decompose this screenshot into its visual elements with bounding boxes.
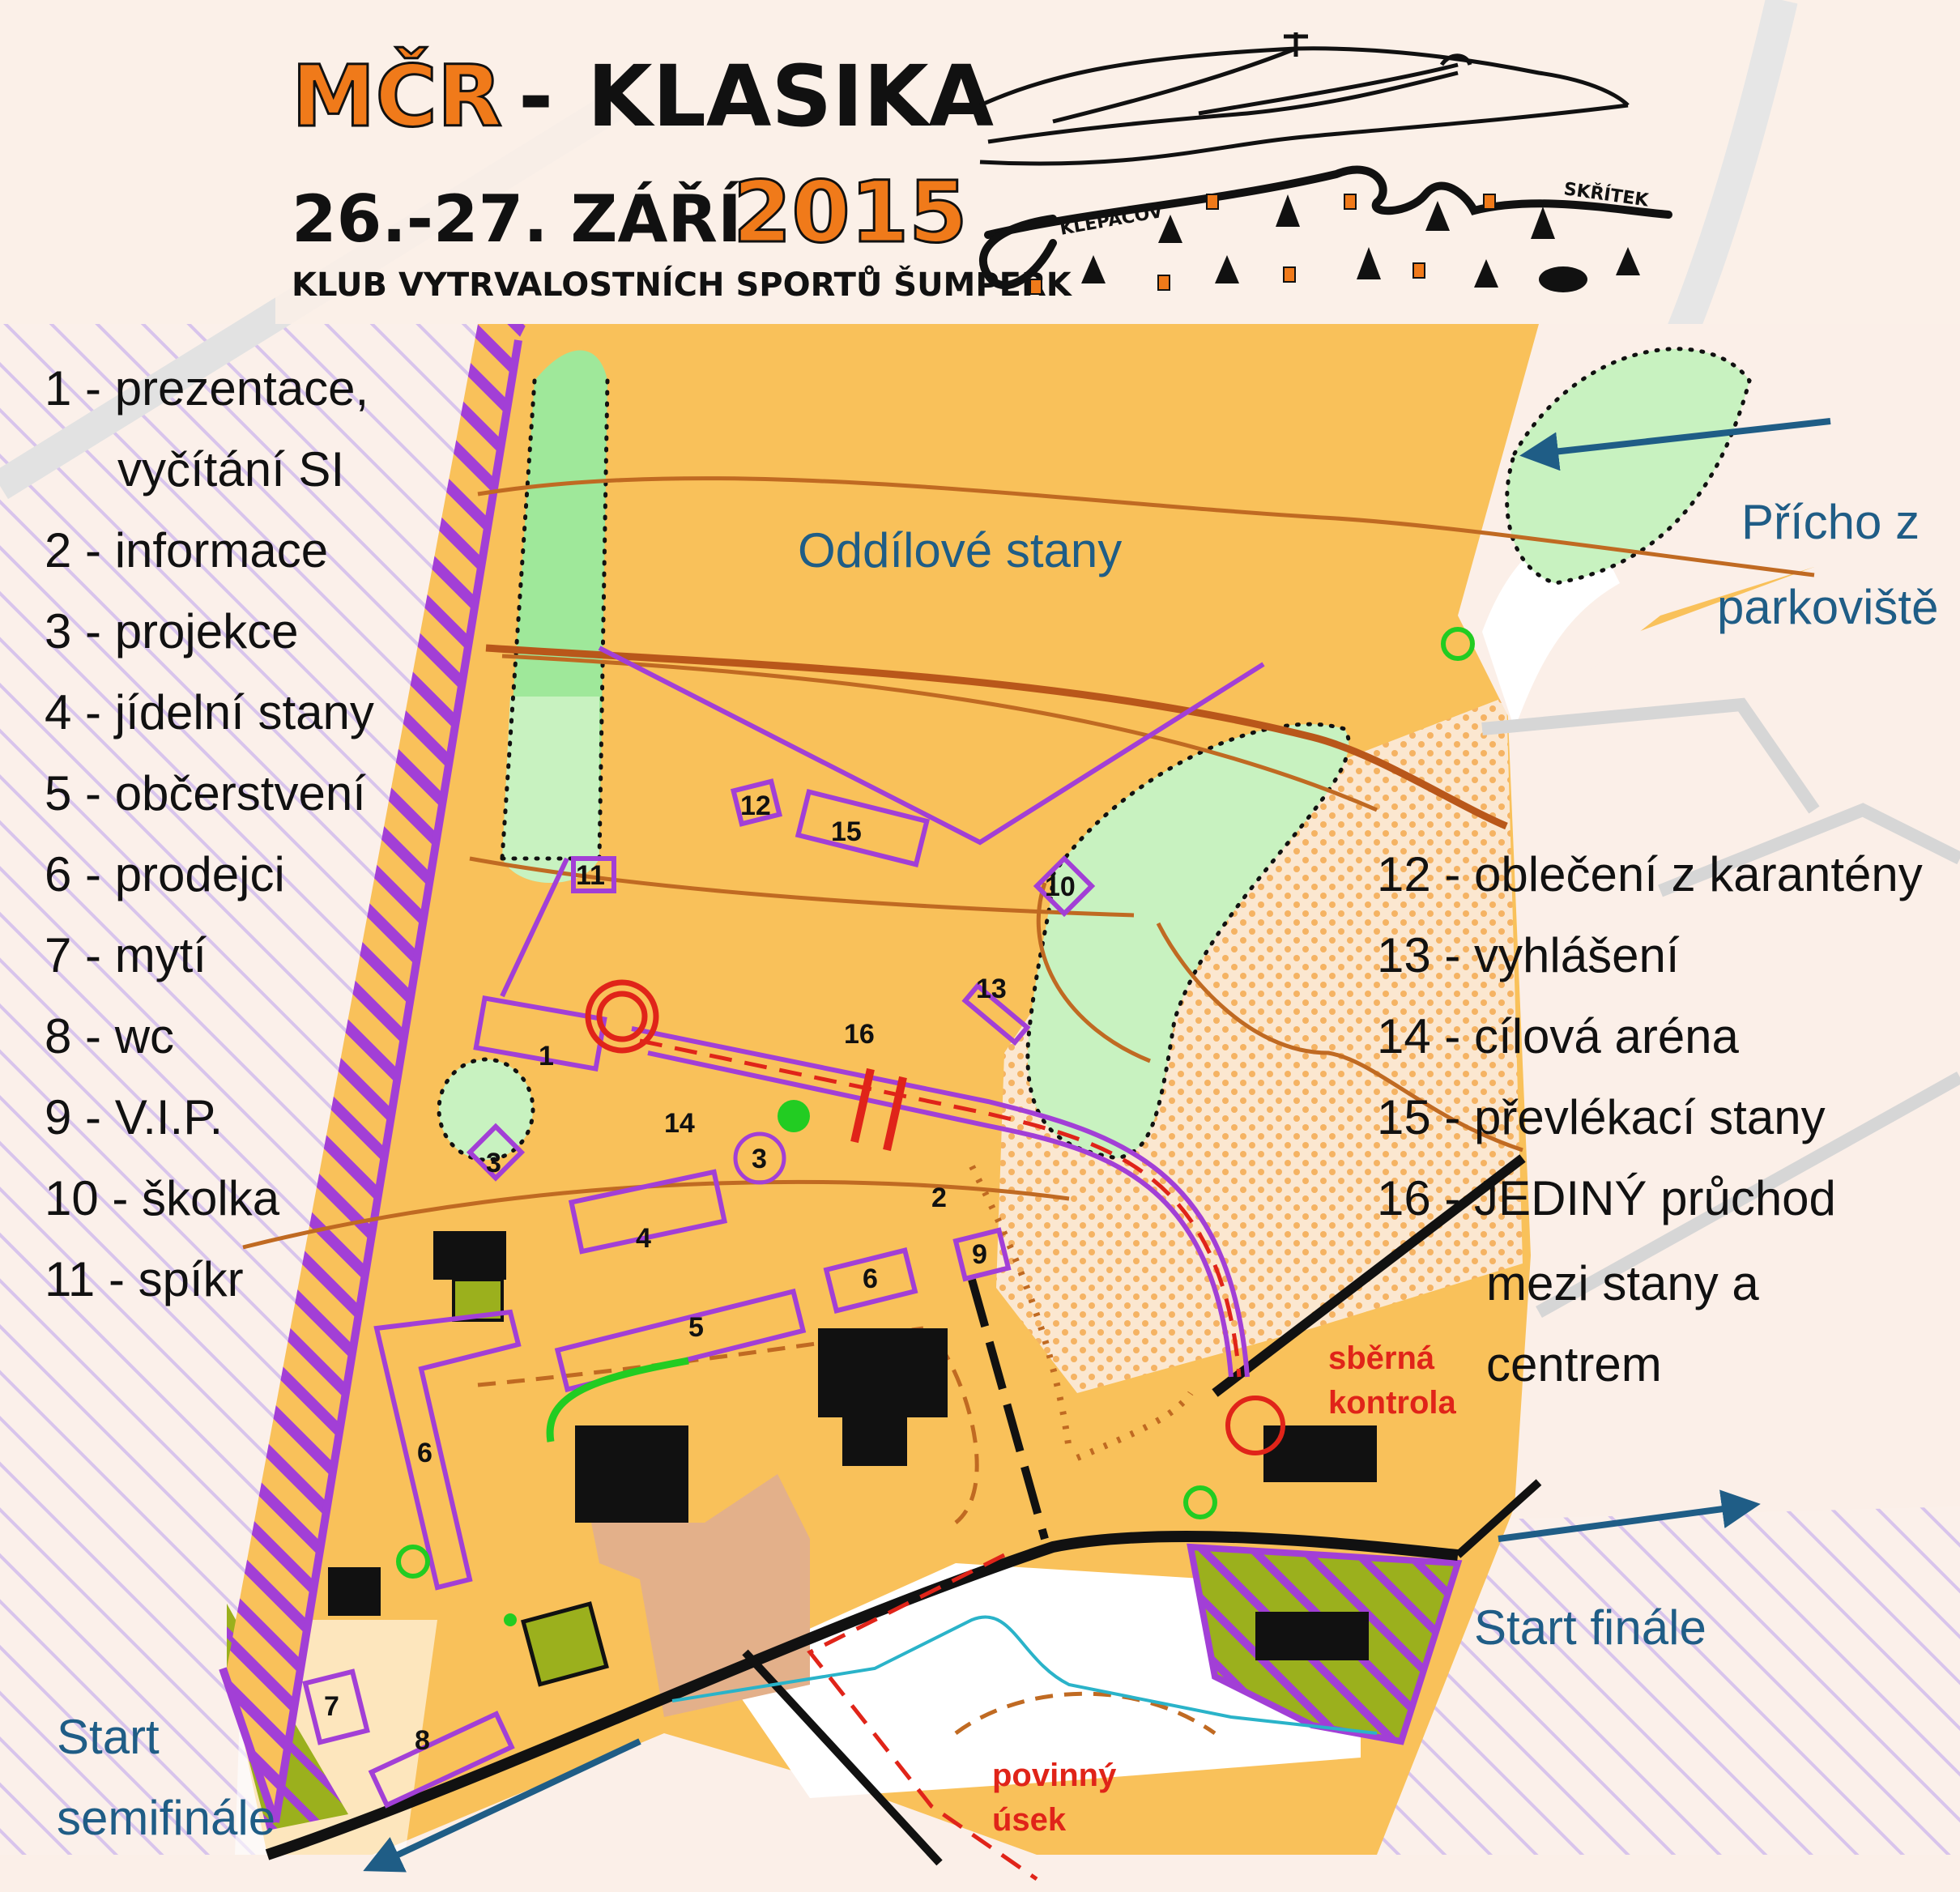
legend-item-9: 9 - V.I.P.: [45, 1090, 223, 1144]
map-number-1: 1: [539, 1041, 554, 1072]
legend-item-2: 2 - informace: [45, 523, 328, 577]
legend-item-16-cont2: centrem: [1486, 1337, 1662, 1391]
label-collecting-control-line1: sběrná: [1328, 1340, 1435, 1376]
map-number-10: 10: [1045, 871, 1076, 902]
passage-mark: [850, 1067, 907, 1152]
map-number-3b: 3: [752, 1144, 767, 1174]
title-right: KLASIKA: [587, 47, 994, 146]
map-number-3a: 3: [486, 1148, 501, 1178]
out-of-bounds-area-east: [1377, 1506, 1960, 1855]
map-number-2: 2: [931, 1182, 947, 1213]
legend-item-10: 10 - školka: [45, 1171, 280, 1225]
mountain-sketch-logo: [978, 32, 1672, 290]
map-number-4: 4: [636, 1223, 651, 1254]
contour-lines: [242, 476, 1815, 1250]
out-of-bounds-area-west: [0, 324, 518, 1855]
legend-item-15: 15 - převlékací stany: [1377, 1090, 1826, 1144]
legend-item-5: 5 - občerstvení: [45, 766, 366, 820]
legend-item-7: 7 - mytí: [45, 928, 207, 982]
finish-circle: [585, 979, 659, 1054]
legend-item-3: 3 - projekce: [45, 604, 298, 658]
clearing-top-right: [1505, 347, 1752, 586]
map-number-8: 8: [415, 1725, 430, 1756]
sketch-trees: [1081, 194, 1640, 292]
label-mandatory-section-line1: povinný: [992, 1758, 1117, 1793]
label-start-final: Start finále: [1474, 1600, 1706, 1655]
label-arrival-line1: Přícho z: [1741, 495, 1920, 549]
stream: [671, 1615, 1378, 1735]
direction-arrows: [363, 418, 1831, 1873]
label-collecting-control-line2: kontrola: [1328, 1385, 1457, 1421]
legend-item-14: 14 - cílová aréna: [1377, 1009, 1740, 1063]
legend-item-11: 11 - spíkr: [45, 1252, 244, 1306]
legend-item-4: 4 - jídelní stany: [45, 685, 374, 739]
collecting-control-circle: [1225, 1396, 1285, 1455]
map-number-6a: 6: [863, 1263, 878, 1294]
legend-item-13: 13 - vyhlášení: [1377, 928, 1680, 982]
legend-item-1: 1 - prezentace,: [45, 361, 369, 415]
map-number-13: 13: [976, 974, 1007, 1004]
title-dash: -: [518, 47, 553, 146]
label-start-semifinal-line2: semifinále: [57, 1791, 275, 1845]
course-lines: [500, 646, 1265, 1378]
map-numbers: 1 2 3 3 4 5 6 6 7 8 9 10 11 12 13 14 15 …: [324, 790, 1076, 1756]
map-number-14: 14: [664, 1108, 695, 1139]
map-number-9: 9: [972, 1239, 987, 1270]
green-area-centre: [1025, 722, 1351, 1161]
legend-item-1-cont: vyčítání SI: [117, 442, 344, 496]
map-number-5: 5: [688, 1312, 704, 1343]
map-number-7: 7: [324, 1691, 339, 1722]
legend-right: 12 - oblečení z karantény 13 - vyhlášení…: [1377, 847, 1923, 1391]
label-start-semifinal-line1: Start: [57, 1710, 160, 1764]
event-year: 2015: [733, 163, 967, 262]
title-left: MČR: [292, 47, 502, 146]
map-number-15: 15: [831, 816, 862, 847]
legend-item-6: 6 - prodejci: [45, 847, 285, 901]
legend-item-8: 8 - wc: [45, 1009, 174, 1063]
event-date: 26.-27. ZÁŘÍ: [292, 181, 742, 257]
club-name: KLUB VYTRVALOSTNÍCH SPORTŮ ŠUMPERK: [292, 264, 1073, 304]
map-number-16: 16: [844, 1019, 875, 1050]
legend-item-12: 12 - oblečení z karantény: [1377, 847, 1923, 901]
label-arrival-line2: parkoviště: [1717, 580, 1938, 634]
legend-item-16-cont1: mezi stany a: [1486, 1256, 1759, 1310]
map-number-12: 12: [740, 790, 771, 821]
label-mandatory-section-line2: úsek: [992, 1802, 1067, 1838]
legend-left: 1 - prezentace, vyčítání SI 2 - informac…: [45, 361, 374, 1306]
label-team-tents: Oddílové stany: [798, 523, 1122, 577]
buildings: [328, 1231, 1377, 1616]
map-number-6b: 6: [417, 1438, 432, 1468]
legend-item-16: 16 - JEDINÝ průchod: [1377, 1171, 1836, 1225]
map-number-11: 11: [576, 860, 605, 891]
forbidden-strip-west: [227, 324, 526, 1822]
road: [265, 1531, 1459, 1860]
